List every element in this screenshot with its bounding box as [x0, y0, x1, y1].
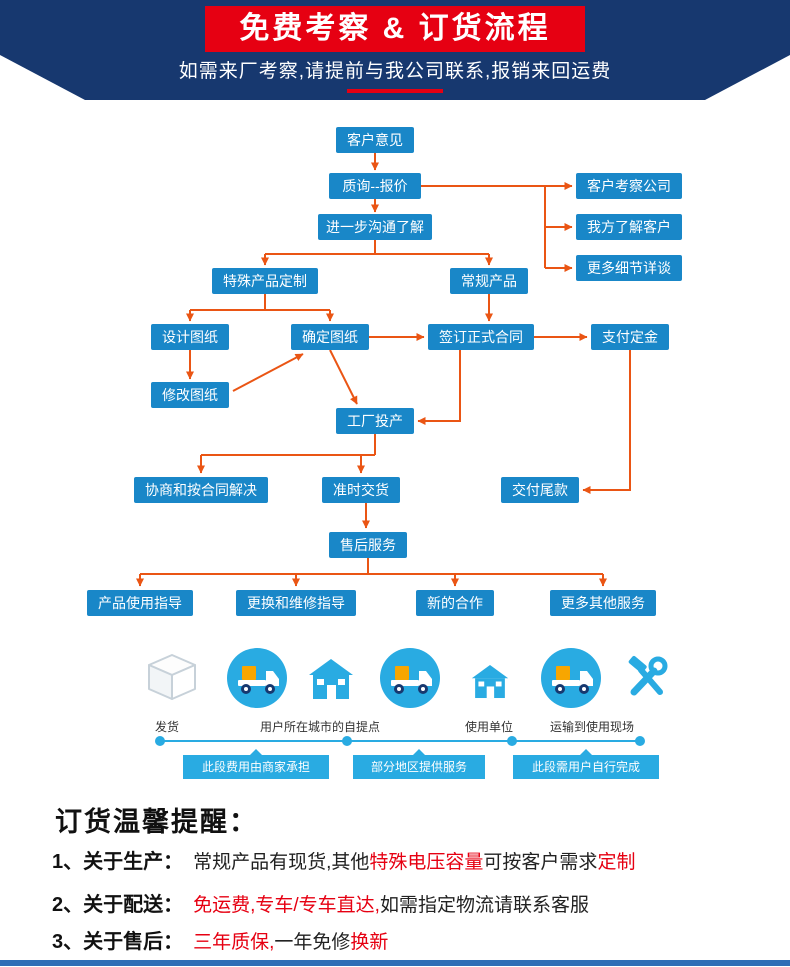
note-delivery: 2、关于配送： 免运费,专车/专车直达,如需指定物流请联系客服: [52, 893, 589, 918]
flow-node-new-cooperation: 新的合作: [416, 590, 494, 616]
note-production: 1、关于生产： 常规产品有现货,其他特殊电压容量可按客户需求定制: [52, 850, 635, 875]
note-after-sales: 3、关于售后： 三年质保,一年免修换新: [52, 930, 388, 955]
page-title: 免费考察 & 订货流程: [239, 12, 551, 45]
flow-node-on-time-delivery: 准时交货: [322, 477, 400, 503]
flow-node-sign-contract: 签订正式合同: [428, 324, 534, 350]
timeline-dot: [635, 736, 645, 746]
banner-underline: [347, 89, 443, 93]
note-highlight: 特殊电压容量: [369, 852, 484, 873]
flow-node-client-visits-company: 客户考察公司: [576, 173, 682, 199]
house-icon: [308, 658, 354, 705]
note-highlight: 三年质保,: [193, 932, 275, 953]
flow-node-further-communication: 进一步沟通了解: [318, 214, 432, 240]
header-banner: 免费考察 & 订货流程 如需来厂考察,请提前与我公司联系,报销来回运费: [0, 0, 790, 100]
flow-arrows: [136, 153, 631, 587]
flow-node-revise-drawing: 修改图纸: [151, 382, 229, 408]
station-label-pickup-point: 用户所在城市的自提点: [259, 720, 381, 734]
note-number: 2、: [52, 894, 84, 916]
flow-node-more-details-discussion: 更多细节详谈: [576, 255, 682, 281]
note-text: 可按客户需求: [483, 852, 598, 873]
segment-label-user-completes: 此段需用户自行完成: [513, 749, 659, 779]
timeline-dot: [155, 736, 165, 746]
flow-node-design-drawing: 设计图纸: [151, 324, 229, 350]
note-label: 关于配送：: [83, 894, 184, 916]
package-icon: [146, 652, 198, 707]
flow-node-replace-repair-guide: 更换和维修指导: [236, 590, 356, 616]
delivery-truck-icon: [378, 646, 442, 715]
flow-node-inquiry-quote: 质询--报价: [329, 173, 421, 199]
flow-node-after-sales-service: 售后服务: [329, 532, 407, 558]
flow-node-we-learn-client: 我方了解客户: [576, 214, 682, 240]
note-label: 关于生产：: [83, 851, 184, 873]
delivery-truck-icon: [225, 646, 289, 715]
station-label-transport-to-site: 运输到使用现场: [549, 720, 635, 734]
note-number: 3、: [52, 931, 84, 953]
note-text: 常规产品有现货,其他: [193, 852, 370, 873]
page-subtitle: 如需来厂考察,请提前与我公司联系,报销来回运费: [178, 61, 612, 82]
note-highlight: 换新: [350, 932, 389, 953]
delivery-truck-icon: [539, 646, 603, 715]
timeline: [160, 740, 640, 742]
note-text: 一年免修: [274, 932, 351, 953]
flow-node-customer-opinion: 客户意见: [336, 127, 414, 153]
note-number: 1、: [52, 851, 84, 873]
note-text: 如需指定物流请联系客服: [379, 895, 589, 916]
station-label-shipping: 发货: [154, 720, 180, 734]
flow-node-regular-product: 常规产品: [450, 268, 528, 294]
flow-node-pay-deposit: 支付定金: [591, 324, 669, 350]
notes-title: 订货温馨提醒：: [55, 807, 258, 837]
timeline-dot: [342, 736, 352, 746]
repair-tools-icon: [621, 652, 673, 709]
note-highlight: 定制: [597, 852, 636, 873]
footer-divider: [0, 960, 790, 966]
note-highlight: 免运费,专车/专车直达,: [193, 895, 380, 916]
flow-node-more-other-services: 更多其他服务: [550, 590, 656, 616]
station-label-using-unit: 使用单位: [464, 720, 514, 734]
title-red-box: 免费考察 & 订货流程: [205, 6, 585, 52]
flow-node-product-usage-guide: 产品使用指导: [87, 590, 193, 616]
flow-node-factory-production: 工厂投产: [336, 408, 414, 434]
house-icon: [471, 664, 509, 704]
segment-label-merchant-pays: 此段费用由商家承担: [183, 749, 329, 779]
timeline-dot: [507, 736, 517, 746]
flow-node-pay-balance: 交付尾款: [501, 477, 579, 503]
segment-label-partial-service: 部分地区提供服务: [353, 749, 485, 779]
flow-node-negotiate-by-contract: 协商和按合同解决: [134, 477, 268, 503]
flow-node-special-product-custom: 特殊产品定制: [212, 268, 318, 294]
note-label: 关于售后：: [83, 931, 184, 953]
flow-node-confirm-drawing: 确定图纸: [291, 324, 369, 350]
